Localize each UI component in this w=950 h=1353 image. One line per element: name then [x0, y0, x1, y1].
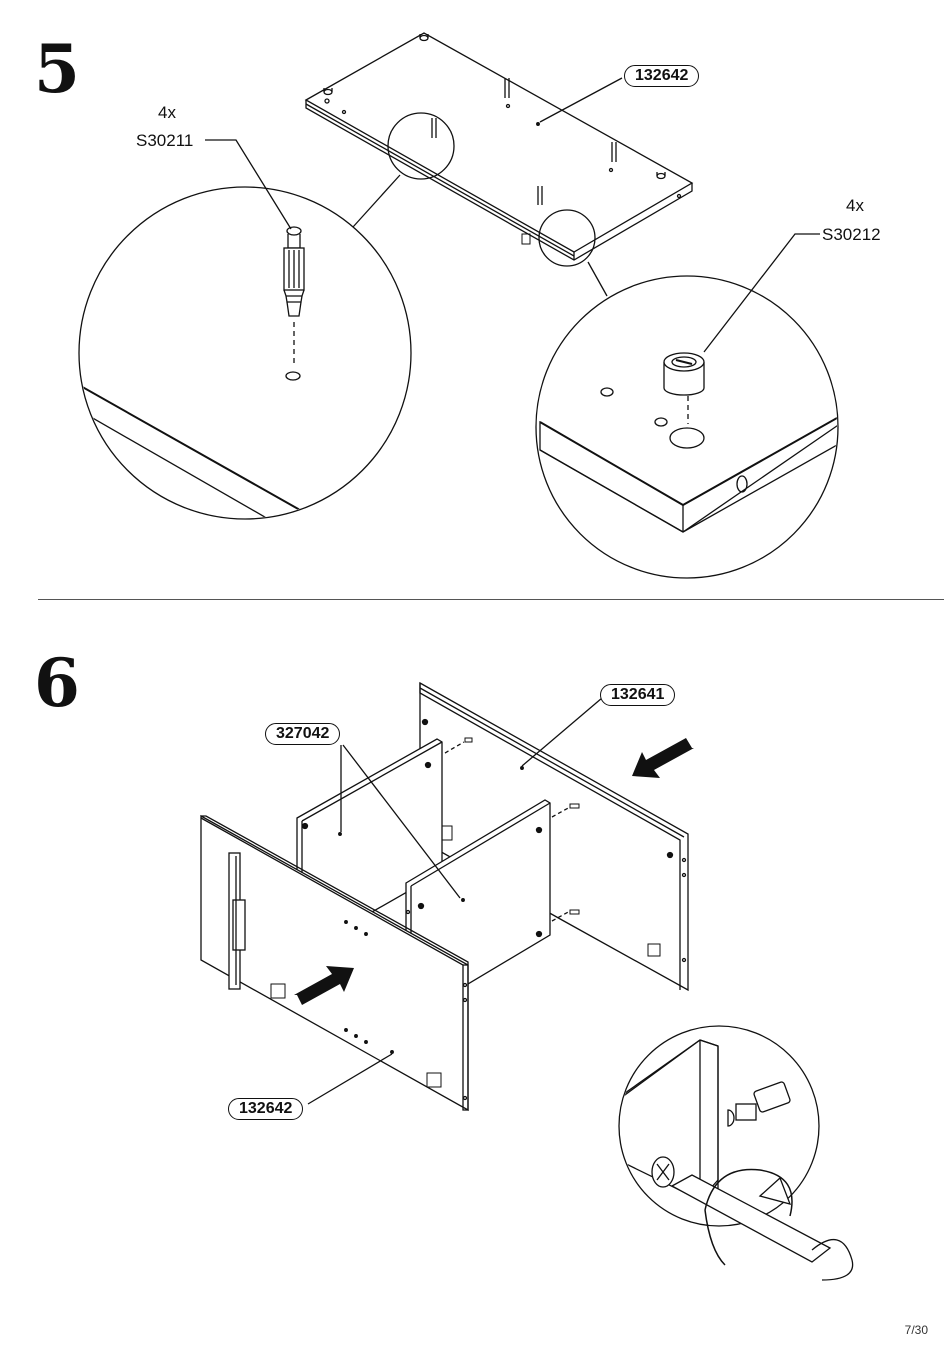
arrow-back-panel — [632, 738, 694, 778]
part-label-front-panel: 132642 — [228, 1098, 303, 1120]
leader-132642 — [540, 78, 622, 122]
detail-circle-s30212 — [536, 276, 860, 578]
detail-circle-s30211 — [70, 187, 411, 520]
page-number: 7/30 — [905, 1323, 928, 1337]
step-number-5: 5 — [34, 36, 80, 102]
step-number-6: 6 — [34, 650, 80, 716]
part-code-s30212: S30212 — [822, 225, 881, 245]
part-code-s30211: S30211 — [136, 131, 193, 151]
quantity-s30211: 4x — [158, 103, 176, 123]
part-label-back-panel: 132641 — [600, 684, 675, 706]
detail-circle-screwdriver — [618, 1026, 853, 1280]
part-label-divider-panels: 327042 — [265, 723, 340, 745]
part-label-panel-132642: 132642 — [624, 65, 699, 87]
step-divider — [38, 599, 944, 600]
quantity-s30212: 4x — [846, 196, 864, 216]
